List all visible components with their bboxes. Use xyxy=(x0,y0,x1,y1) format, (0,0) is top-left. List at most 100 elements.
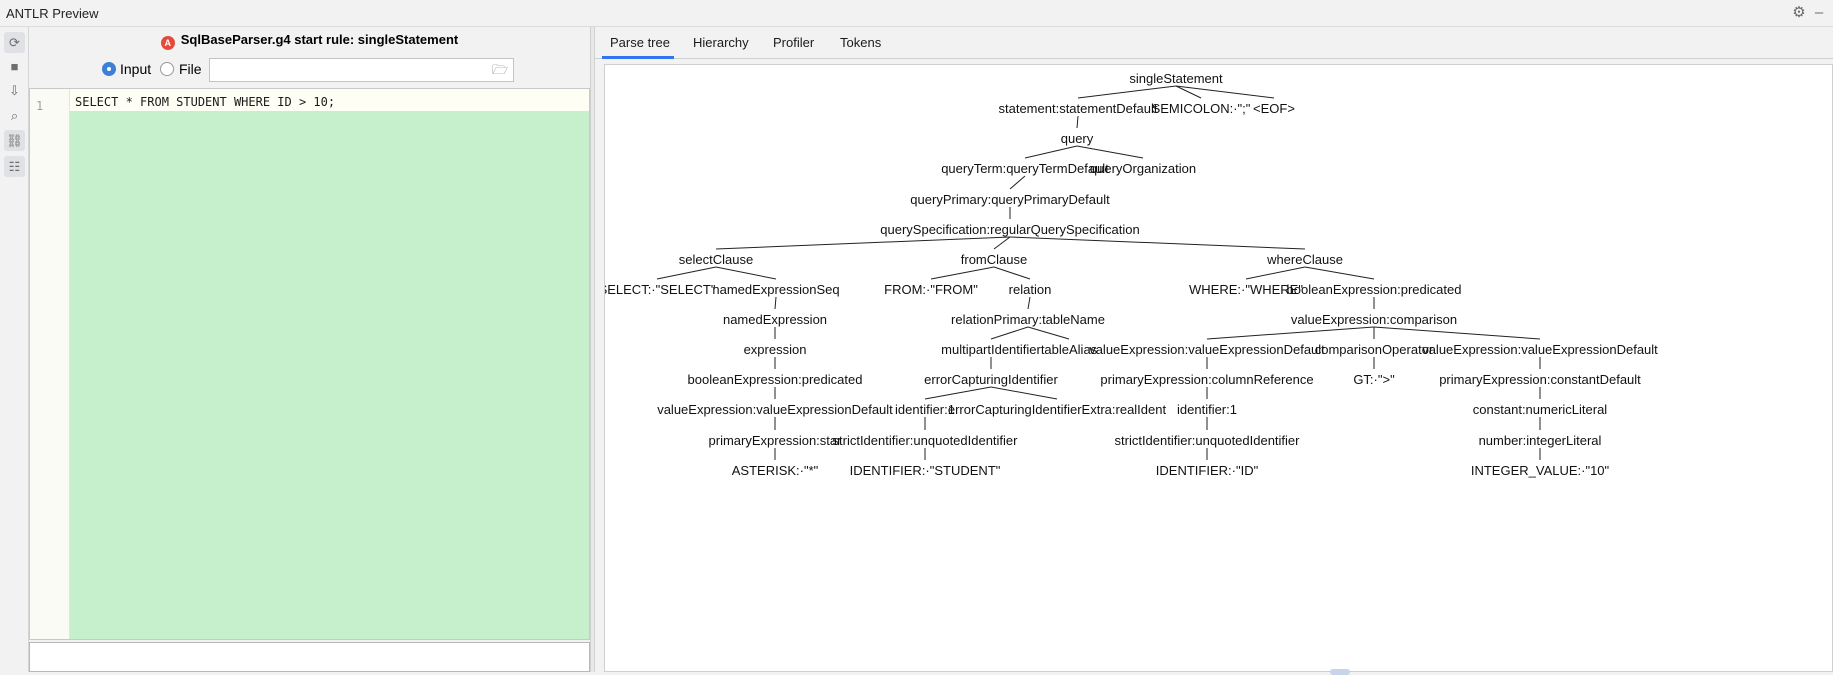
tree-node[interactable]: statement:statementDefault xyxy=(999,101,1158,116)
input-radio-label[interactable]: Input xyxy=(120,61,152,77)
tree-edge xyxy=(990,326,1029,340)
tree-edge xyxy=(1009,236,1306,250)
tree-node[interactable]: multipartIdentifier xyxy=(941,342,1041,357)
tree-node[interactable]: GT:·">" xyxy=(1353,372,1395,387)
tree-edge xyxy=(993,266,1031,280)
tree-node[interactable]: identifier:1 xyxy=(1177,402,1237,417)
tree-node[interactable]: FROM:·"FROM" xyxy=(884,282,978,297)
current-line-highlight xyxy=(70,89,589,111)
tree-node[interactable]: constant:numericLiteral xyxy=(1473,402,1608,417)
window-titlebar: ANTLR Preview ⚙ – xyxy=(0,0,1833,27)
tree-edge xyxy=(924,386,992,400)
tree-node[interactable]: expression xyxy=(744,342,807,357)
window-title: ANTLR Preview xyxy=(6,6,99,21)
tree-node[interactable]: valueExpression:valueExpressionDefault xyxy=(1089,342,1325,357)
tree-node[interactable]: selectClause xyxy=(679,252,753,267)
tree-node[interactable]: fromClause xyxy=(961,252,1027,267)
pane-splitter[interactable] xyxy=(590,27,595,672)
tree-node[interactable]: strictIdentifier:unquotedIdentifier xyxy=(833,433,1019,448)
tree-node[interactable]: ASTERISK:·"*" xyxy=(732,463,819,478)
tree-edge xyxy=(1027,296,1031,310)
tree-node[interactable]: primaryExpression:star xyxy=(709,433,843,448)
tree-node[interactable]: namedExpression xyxy=(723,312,827,327)
tab-profiler[interactable]: Profiler xyxy=(773,35,815,50)
tree-edge xyxy=(990,386,1058,400)
tab-tokens[interactable]: Tokens xyxy=(840,35,882,50)
hierarchy-icon[interactable]: ☷ xyxy=(4,156,25,177)
tree-node[interactable]: number:integerLiteral xyxy=(1479,433,1602,448)
tree-pane: Parse tree Hierarchy Profiler Tokens sin… xyxy=(595,27,1833,675)
tree-node[interactable]: querySpecification:regularQuerySpecifica… xyxy=(880,222,1139,237)
tree-node[interactable]: <EOF> xyxy=(1253,101,1295,116)
tab-hierarchy[interactable]: Hierarchy xyxy=(693,35,749,50)
tree-node[interactable]: SELECT:·"SELECT" xyxy=(605,282,716,297)
tree-node[interactable]: errorCapturingIdentifierExtra:realIdent xyxy=(948,402,1167,417)
tree-node[interactable]: primaryExpression:columnReference xyxy=(1100,372,1313,387)
tree-edge xyxy=(1076,115,1079,129)
line-number: 1 xyxy=(36,99,44,113)
tree-edge xyxy=(1206,326,1375,340)
tree-node[interactable]: valueExpression:comparison xyxy=(1291,312,1457,327)
tree-node[interactable]: namedExpressionSeq xyxy=(712,282,839,297)
tree-edge xyxy=(1304,266,1375,280)
tree-node[interactable]: SEMICOLON:·";" xyxy=(1152,101,1251,116)
tree-edge xyxy=(1009,175,1026,190)
tool-strip: ⟳ ■ ⇩ ⌕ ⛓ ☷ xyxy=(0,27,29,672)
tab-parse-tree[interactable]: Parse tree xyxy=(610,35,670,50)
tree-node[interactable]: valueExpression:valueExpressionDefault xyxy=(657,402,893,417)
tree-node[interactable]: IDENTIFIER:·"ID" xyxy=(1156,463,1259,478)
tree-node[interactable]: WHERE:·"WHERE" xyxy=(1189,282,1303,297)
tree-node[interactable]: tableAlias xyxy=(1041,342,1098,357)
tree-node[interactable]: primaryExpression:constantDefault xyxy=(1439,372,1641,387)
file-radio-label[interactable]: File xyxy=(179,61,202,77)
tree-node[interactable]: whereClause xyxy=(1266,252,1343,267)
tree-node[interactable]: booleanExpression:predicated xyxy=(1287,282,1462,297)
tree-edge xyxy=(1024,145,1078,159)
tree-edge xyxy=(993,236,1011,250)
tree-node[interactable]: booleanExpression:predicated xyxy=(688,372,863,387)
folder-icon[interactable]: 🗁 xyxy=(492,62,509,77)
tree-edge xyxy=(930,266,995,280)
minimize-icon[interactable]: – xyxy=(1814,4,1824,21)
tree-node[interactable]: query xyxy=(1061,131,1094,146)
tree-edge xyxy=(1245,266,1306,280)
horizontal-scrollbar[interactable] xyxy=(1330,669,1350,675)
import-icon[interactable]: ⇩ xyxy=(9,83,20,98)
tree-node[interactable]: relationPrimary:tableName xyxy=(951,312,1105,327)
gear-icon[interactable]: ⚙ xyxy=(1792,4,1806,21)
tree-node[interactable]: valueExpression:valueExpressionDefault xyxy=(1422,342,1658,357)
refresh-icon[interactable]: ⟳ xyxy=(4,32,25,53)
stop-icon[interactable]: ■ xyxy=(10,59,19,74)
tree-node[interactable]: strictIdentifier:unquotedIdentifier xyxy=(1115,433,1301,448)
tree-edge xyxy=(1077,85,1177,99)
tree-node[interactable]: relation xyxy=(1009,282,1052,297)
grammar-label: SqlBaseParser.g4 start rule: singleState… xyxy=(180,32,459,47)
file-path-field[interactable]: 🗁 xyxy=(209,58,514,82)
file-radio[interactable] xyxy=(160,62,174,76)
tree-node[interactable]: queryPrimary:queryPrimaryDefault xyxy=(910,192,1110,207)
tree-node[interactable]: queryOrganization xyxy=(1090,161,1196,176)
tree-icon[interactable]: ⛓ xyxy=(4,130,25,151)
tree-node[interactable]: identifier:1 xyxy=(895,402,955,417)
tree-node[interactable]: errorCapturingIdentifier xyxy=(924,372,1058,387)
tree-node[interactable]: singleStatement xyxy=(1129,71,1223,86)
tree-node[interactable]: IDENTIFIER:·"STUDENT" xyxy=(850,463,1001,478)
input-code[interactable]: SELECT * FROM STUDENT WHERE ID > 10; xyxy=(75,95,336,109)
tree-edge xyxy=(1175,85,1202,99)
console-panel[interactable] xyxy=(29,642,590,672)
line-gutter: 1 xyxy=(30,89,70,639)
tree-edge xyxy=(715,236,1011,250)
tab-bar: Parse tree Hierarchy Profiler Tokens xyxy=(595,27,1833,59)
tree-node[interactable]: comparisonOperator xyxy=(1315,342,1434,357)
tree-node[interactable]: queryTerm:queryTermDefault xyxy=(941,161,1109,176)
tree-edge xyxy=(1373,326,1541,340)
input-radio[interactable] xyxy=(102,62,116,76)
tree-node[interactable]: INTEGER_VALUE:·"10" xyxy=(1471,463,1610,478)
input-editor[interactable]: 1 SELECT * FROM STUDENT WHERE ID > 10; xyxy=(29,88,590,640)
search-icon[interactable]: ⌕ xyxy=(10,108,19,123)
tree-edge xyxy=(656,266,717,280)
parse-tree-panel[interactable]: singleStatement statement:statementDefaul… xyxy=(604,64,1833,672)
tree-edge xyxy=(1027,326,1070,340)
